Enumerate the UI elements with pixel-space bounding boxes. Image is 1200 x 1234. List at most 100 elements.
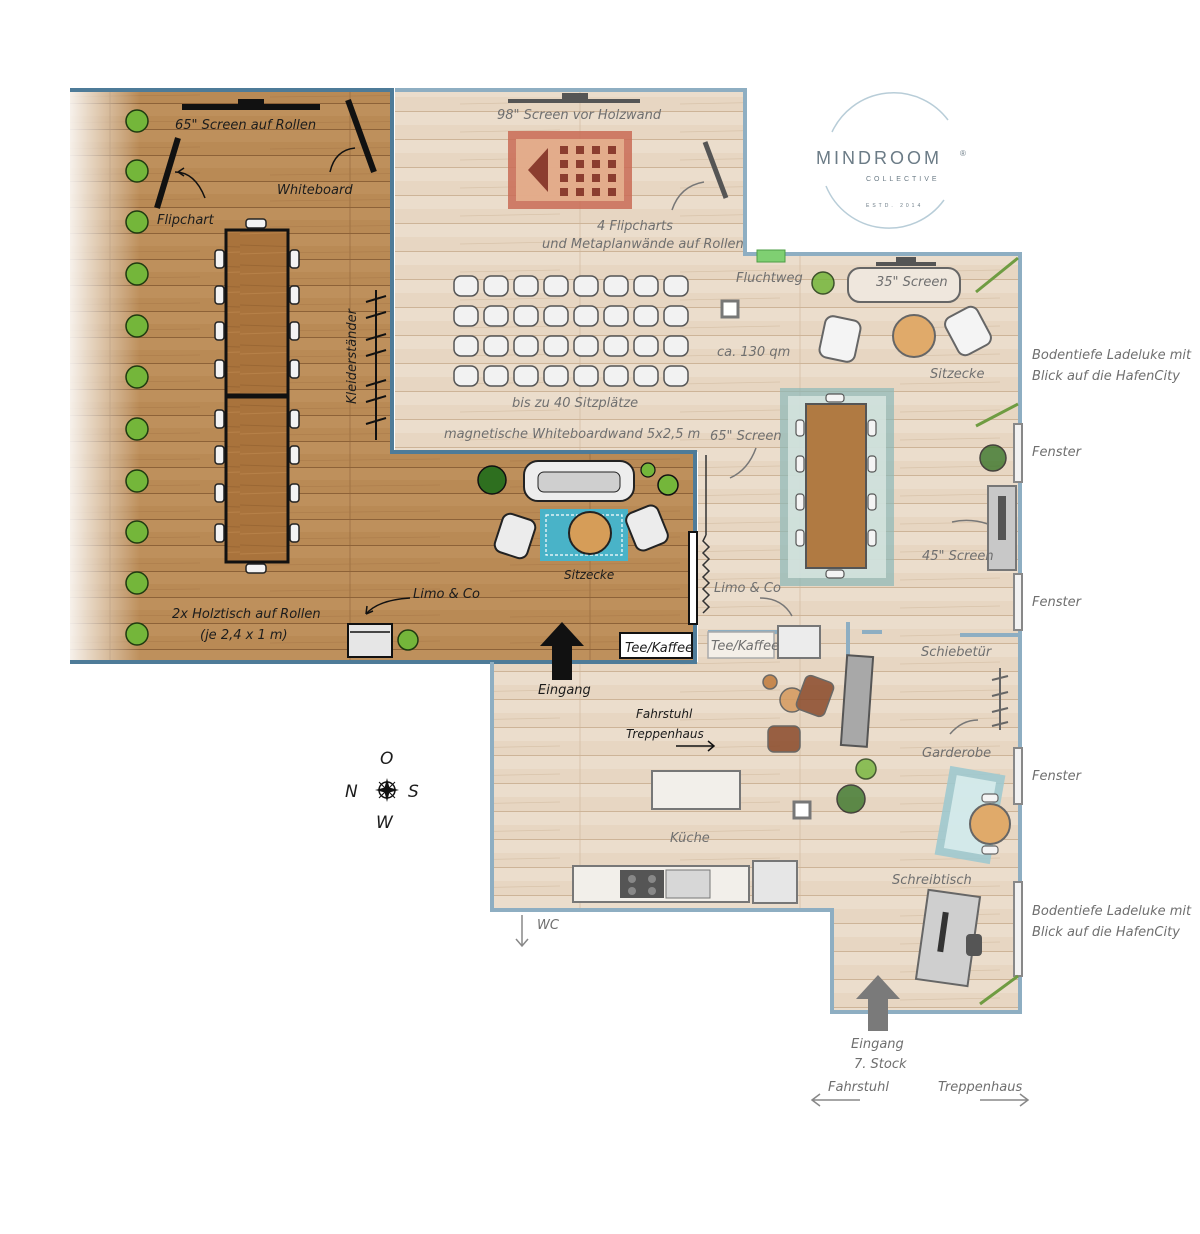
arrow-flipcharts4: [671, 181, 705, 211]
label-sitzplaetze: bis zu 40 Sitzplätze: [512, 396, 638, 411]
partition-board: [839, 654, 875, 748]
label-screen65-mid: 65" Screen: [710, 429, 782, 444]
plant-fridge-left: [397, 629, 419, 651]
label-garderobe: Garderobe: [922, 746, 991, 761]
kitchen-island: [651, 770, 741, 810]
label-ladeluke1-1: Bodentiefe Ladeluke mit: [1032, 348, 1192, 363]
sliding-door: [991, 668, 1009, 730]
label-fahrstuhl-treppen-1: Fahrstuhl: [636, 707, 693, 721]
label-fenster1: Fenster: [1032, 445, 1083, 460]
sitzecke-right: [818, 305, 992, 363]
label-fenster2: Fenster: [1032, 595, 1083, 610]
fridge-right: [777, 625, 821, 659]
logo-sub: COLLECTIVE: [866, 176, 940, 183]
flipchart-stand-right: [702, 141, 729, 199]
plant-fluchtweg: [811, 271, 835, 295]
conference-table-right: [780, 388, 894, 586]
label-whiteboardwand: magnetische Whiteboardwand 5x2,5 m: [444, 427, 700, 442]
kitchen-counter: [572, 860, 798, 904]
logo-est: ESTD. 2014: [866, 203, 923, 209]
compass-s: S: [408, 782, 419, 802]
compass: O N S W: [345, 749, 419, 833]
arrow-fahrstuhl: [676, 740, 716, 752]
walls: [70, 88, 697, 664]
pillar-2: [792, 800, 812, 820]
label-limo-left: Limo & Co: [413, 587, 480, 602]
label-screen35: 35" Screen: [876, 275, 948, 290]
label-wc: WC: [537, 918, 560, 933]
label-fenster3: Fenster: [1032, 769, 1083, 784]
label-flipcharts4-2: und Metaplanwände auf Rollen: [542, 237, 744, 252]
arrow-limo-right: [759, 597, 793, 617]
arrow-fahrstuhl-bottom: [810, 1093, 860, 1107]
mindroom-logo: MINDROOM ® COLLECTIVE ESTD. 2014: [816, 92, 969, 229]
plant-window: [979, 444, 1007, 472]
coat-rack: [365, 290, 387, 440]
compass-o: O: [380, 749, 393, 769]
screen-98: [508, 93, 640, 103]
label-eingang7-1: Eingang: [851, 1037, 904, 1052]
label-tee-kaffee-left: Tee/Kaffee: [625, 641, 693, 656]
whiteboard-stand: [345, 98, 377, 174]
label-holztisch-2: (je 2,4 x 1 m): [200, 628, 288, 643]
exit-sign: [756, 249, 786, 263]
label-screen45: 45" Screen: [922, 549, 994, 564]
compass-w: W: [376, 813, 394, 833]
sitzecke-left: [477, 460, 679, 561]
label-fahrstuhl-treppen-2: Treppenhaus: [626, 727, 704, 741]
plant-lounge-2: [836, 784, 866, 814]
plants-left-column: [125, 109, 149, 646]
ladeluke-doors: [975, 256, 1019, 1006]
label-eingang7-2: 7. Stock: [854, 1057, 907, 1072]
arrow-garderobe: [949, 719, 979, 735]
pillar-1: [720, 299, 740, 319]
label-eingang-left: Eingang: [538, 683, 591, 698]
label-ladeluke1-2: Blick auf die HafenCity: [1032, 369, 1180, 384]
label-fahrstuhl-bottom: Fahrstuhl: [828, 1080, 889, 1095]
plant-lounge-1: [855, 758, 877, 780]
sliding-curtain: [701, 455, 711, 614]
arrow-screen45: [951, 519, 989, 525]
label-screen98: 98" Screen vor Holzwand: [497, 108, 662, 123]
label-screen65-top: 65" Screen auf Rollen: [175, 118, 316, 133]
label-tee-kaffee-right: Tee/Kaffee: [711, 639, 779, 654]
arrow-treppenhaus-bottom: [980, 1093, 1030, 1107]
label-whiteboard: Whiteboard: [277, 183, 353, 198]
logo-mark: ®: [960, 149, 969, 158]
label-sitzecke-right: Sitzecke: [930, 367, 984, 382]
label-kleiderstaender: Kleiderständer: [345, 307, 360, 404]
label-ladeluke2-2: Blick auf die HafenCity: [1032, 925, 1180, 940]
label-fluchtweg: Fluchtweg: [736, 271, 803, 286]
windows: [1013, 423, 1023, 977]
entrance-arrow: [540, 622, 584, 680]
label-holztisch-1: 2x Holztisch auf Rollen: [172, 607, 321, 622]
flipchart-stand: [154, 137, 181, 209]
label-sitzecke-left: Sitzecke: [564, 568, 614, 582]
wooden-tables: [214, 218, 300, 574]
label-schiebetuer: Schiebetür: [921, 645, 993, 660]
label-ladeluke2-1: Bodentiefe Ladeluke mit: [1032, 904, 1192, 919]
arrow-limo-left: [365, 597, 411, 615]
rug-red: [508, 131, 632, 209]
compass-n: N: [345, 782, 358, 802]
seating-grid: [453, 275, 689, 387]
label-kueche: Küche: [670, 831, 710, 846]
lounge-chairs: [762, 674, 835, 753]
arrow-screen65: [729, 447, 757, 479]
tee-kaffee-left-box: [619, 632, 693, 659]
label-flipchart: Flipchart: [157, 213, 215, 228]
garderobe-rug: [934, 765, 1011, 865]
arrow-whiteboard: [329, 147, 356, 173]
logo-name: MINDROOM: [816, 148, 942, 168]
fridge-left: [347, 623, 393, 658]
arrow-wc: [515, 915, 529, 948]
label-flipcharts4-1: 4 Flipcharts: [597, 219, 673, 234]
label-limo-right: Limo & Co: [714, 581, 781, 596]
label-schreibtisch: Schreibtisch: [892, 873, 972, 888]
entrance-arrow-7: [856, 975, 900, 1031]
tee-kaffee-right-box: [707, 631, 775, 659]
screen-35: [847, 257, 961, 303]
screen-65-top: [182, 99, 320, 110]
label-treppenhaus-bottom: Treppenhaus: [938, 1080, 1022, 1095]
